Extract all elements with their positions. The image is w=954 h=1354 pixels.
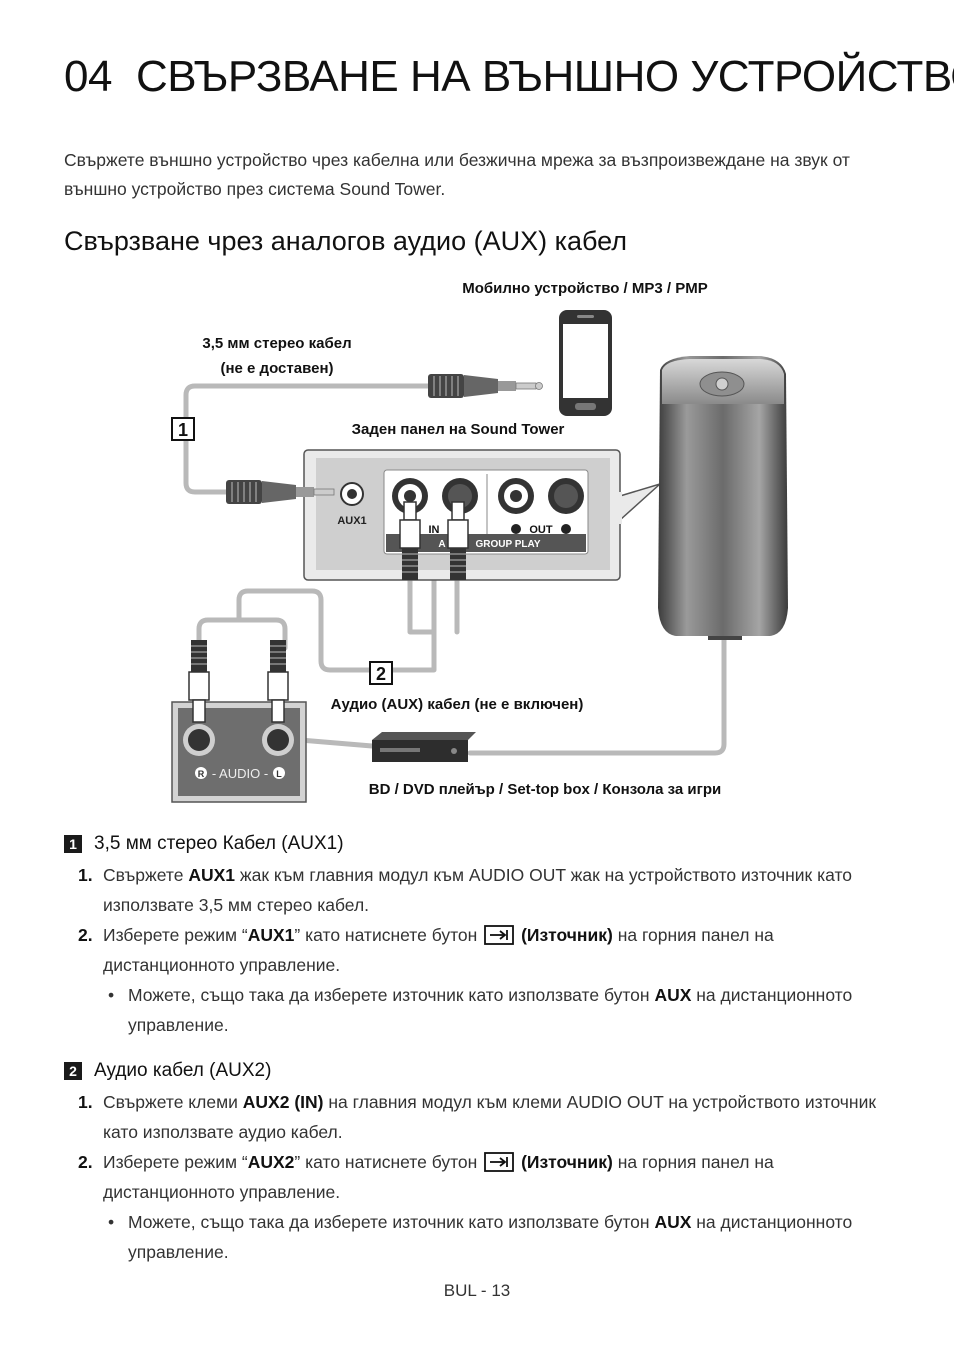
aux2-bullet: • Можете, също така да изберете източник… — [64, 1207, 894, 1267]
rca-cable-left — [407, 576, 437, 635]
aux2-title: Аудио кабел (AUX2) — [94, 1060, 272, 1081]
jack-plug-icon — [428, 374, 543, 398]
in-label: IN — [429, 524, 440, 536]
aux1-step-1: 1. Свържете AUX1 жак към главния модул к… — [64, 860, 894, 920]
step-text: на горния панел на дистанционното управл… — [103, 1152, 774, 1202]
aux2-steps: 1. Свържете клеми AUX2 (IN) на главния м… — [64, 1087, 894, 1267]
bullet-text: Можете, също така да изберете източник к… — [128, 985, 650, 1005]
aux1-badge: 1 — [64, 835, 82, 853]
step-text: ” като натиснете бутон — [294, 925, 478, 945]
step-text: Изберете режим “ — [103, 925, 248, 945]
rear-panel-label: Заден панел на Sound Tower — [352, 421, 565, 438]
bullet-text: на дистанционното управление. — [128, 1212, 853, 1262]
step-bold: AUX2 (IN) — [242, 1092, 324, 1112]
step-text: Свържете — [103, 865, 184, 885]
aux1-port-label: AUX1 — [337, 515, 366, 527]
aux2-step-2: 2. Изберете режим “AUX2” като натиснете … — [64, 1147, 894, 1207]
step-text: Свържете клеми — [103, 1092, 238, 1112]
step-bold: AUX1 — [188, 865, 235, 885]
rca-plug-icon — [267, 640, 289, 723]
step-text: ” като натиснете бутон — [294, 1152, 478, 1172]
group-play-label: GROUP PLAY — [475, 539, 540, 550]
dvd-player-icon — [372, 732, 476, 762]
bullet-dot: • — [108, 1212, 115, 1232]
l-label: L — [276, 769, 282, 779]
aux1-step-2: 2. Изберете режим “AUX1” като натиснете … — [64, 920, 894, 980]
aux2-badge: 2 — [64, 1062, 82, 1080]
audio-out-text: - AUDIO - — [212, 766, 268, 781]
intro-paragraph: Свържете външно устройство чрез кабелна … — [64, 150, 850, 199]
aux-short-label: A — [438, 539, 445, 550]
source-button-label: (Източник) — [521, 1152, 613, 1172]
smartphone-icon — [559, 310, 612, 416]
out-label: OUT — [529, 524, 553, 536]
player-label: BD / DVD плейър / Set-top box / Конзола … — [369, 781, 721, 798]
rca-plug-icon — [188, 640, 210, 723]
step-text: на горния панел на дистанционното управл… — [103, 925, 774, 975]
section-title: Свързване чрез аналогов аудио (AUX) кабе… — [64, 226, 628, 256]
step-number: 1. — [78, 1092, 93, 1112]
badge-1-number: 1 — [178, 420, 188, 440]
aux1-steps: 1. Свържете AUX1 жак към главния модул к… — [64, 860, 894, 1040]
aux2-step-1: 1. Свържете клеми AUX2 (IN) на главния м… — [64, 1087, 894, 1147]
speaker-tower-icon — [658, 356, 788, 640]
page-number: BUL - 13 — [443, 1281, 511, 1300]
bullet-dot: • — [108, 985, 115, 1005]
step-number: 2. — [78, 925, 93, 945]
bullet-bold: AUX — [654, 1212, 692, 1232]
step-bold: AUX2 — [247, 1152, 295, 1172]
source-icon — [484, 1152, 515, 1172]
aux1-heading: 1 3,5 мм стерео Кабел (AUX1) — [64, 833, 344, 855]
connection-diagram: Мобилно устройство / MP3 / PMP 3,5 мм ст… — [171, 280, 788, 803]
aux1-title: 3,5 мм стерео Кабел (AUX1) — [94, 833, 344, 854]
player-to-panel-cable — [297, 737, 375, 749]
badge-2-number: 2 — [376, 664, 386, 684]
step-bold: AUX1 — [247, 925, 295, 945]
rca-plug-icon — [447, 501, 469, 580]
audio-out-panel: R - AUDIO - L — [171, 701, 307, 803]
jack-plug-icon — [226, 480, 335, 504]
badge-1 — [171, 417, 195, 441]
chapter-title: СВЪРЗВАНЕ НА ВЪНШНО УСТРОЙСТВО — [135, 52, 954, 101]
bullet-text: на дистанционното управление. — [128, 985, 853, 1035]
bullet-text: Можете, също така да изберете източник к… — [128, 1212, 650, 1232]
page-title: 04 СВЪРЗВАНЕ НА ВЪНШНО УСТРОЙСТВО — [64, 52, 954, 102]
aux2-heading: 2 Аудио кабел (AUX2) — [64, 1060, 271, 1082]
step-text: Изберете режим “ — [103, 1152, 248, 1172]
source-button-label: (Източник) — [521, 925, 613, 945]
r-label: R — [198, 769, 205, 779]
rca-cable-loop — [196, 617, 288, 651]
source-icon — [484, 925, 515, 945]
step-text: жак към главния модул към AUDIO OUT жак … — [103, 865, 853, 915]
chapter-number: 04 — [64, 52, 112, 101]
rear-panel: AUX1 IN OUT A GROUP PLAY — [303, 449, 661, 581]
step-number: 1. — [78, 865, 93, 885]
cable-35-label-line2: (не е доставен) — [220, 360, 333, 377]
step-number: 2. — [78, 1152, 93, 1172]
audio-cable-label: Аудио (AUX) кабел (не е включен) — [331, 696, 584, 713]
tower-player-cable — [467, 637, 727, 756]
rca-cable-main — [236, 588, 437, 673]
mobile-label: Мобилно устройство / MP3 / PMP — [462, 280, 708, 297]
aux1-bullet: • Можете, също така да изберете източник… — [64, 980, 894, 1040]
badge-2 — [369, 661, 393, 685]
bullet-bold: AUX — [654, 985, 692, 1005]
rca-plug-icon — [399, 501, 421, 580]
step-text: на главния модул към клеми AUDIO OUT на … — [103, 1092, 877, 1142]
cable-35-label-line1: 3,5 мм стерео кабел — [202, 335, 351, 352]
